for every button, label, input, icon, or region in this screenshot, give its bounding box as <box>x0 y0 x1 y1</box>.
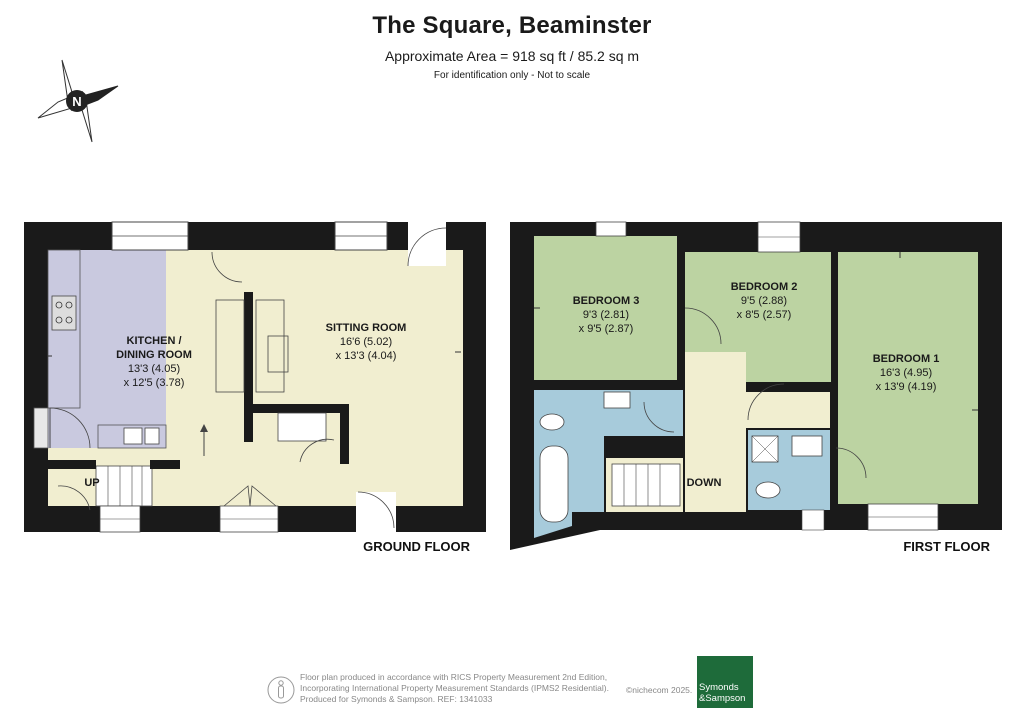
toilet-icon <box>539 413 565 431</box>
bedroom3-dim2: x 9'5 (2.87) <box>579 323 634 335</box>
toilet-icon <box>755 481 781 499</box>
bedroom1-dim1: 16'3 (4.95) <box>880 367 932 379</box>
stairs-up-label: UP <box>84 477 99 489</box>
window <box>595 221 627 237</box>
kitchen-name-line1: KITCHEN / <box>127 335 182 347</box>
disclaimer-note: For identification only - Not to scale <box>433 70 591 81</box>
sitting-room-name: SITTING ROOM <box>326 322 407 334</box>
basin-icon <box>603 391 631 409</box>
bedroom2-dim1: 9'5 (2.88) <box>741 295 787 307</box>
footer-line1: Floor plan produced in accordance with R… <box>300 672 608 682</box>
staircase <box>611 463 681 507</box>
sitting-room-dim2: x 13'3 (4.04) <box>336 350 397 362</box>
bath-icon <box>539 445 569 523</box>
symonds-sampson-logo: Symonds &Sampson <box>697 656 753 708</box>
compass-letter: N <box>72 94 81 109</box>
kitchen-dim2: x 12'5 (3.78) <box>124 377 185 389</box>
footer-line2: Incorporating International Property Mea… <box>300 683 609 693</box>
compass-icon: N <box>37 59 119 143</box>
bedroom1-dim2: x 13'9 (4.19) <box>876 381 937 393</box>
bedroom3-dim1: 9'3 (2.81) <box>583 309 629 321</box>
bedroom3-name: BEDROOM 3 <box>573 295 640 307</box>
footer-disclaimer: Floor plan produced in accordance with R… <box>300 672 700 705</box>
kitchen-dim1: 13'3 (4.05) <box>128 363 180 375</box>
hob-icon <box>51 295 77 331</box>
copyright-text: ©nichecom 2025. <box>626 685 693 695</box>
first-floor-label: FIRST FLOOR <box>903 539 990 554</box>
bedroom3-floor <box>534 236 677 380</box>
footer-line3: Produced for Symonds & Sampson. REF: 134… <box>300 694 493 704</box>
page-title: The Square, Beaminster <box>372 12 652 39</box>
staircase <box>95 465 153 507</box>
kitchen-name-line2: DINING ROOM <box>116 349 192 361</box>
logo-line2: &Sampson <box>699 693 746 704</box>
sitting-room-dim1: 16'6 (5.02) <box>340 336 392 348</box>
bathroom-floor <box>534 390 683 538</box>
first-floor-plan <box>510 221 1002 550</box>
landing-floor <box>685 352 746 512</box>
bedroom1-name: BEDROOM 1 <box>873 353 940 365</box>
ground-floor-plan <box>24 221 486 533</box>
basin-icon <box>791 435 823 457</box>
bedroom2-dim2: x 8'5 (2.57) <box>737 309 792 321</box>
person-scale-icon <box>267 676 295 704</box>
approximate-area: Approximate Area = 918 sq ft / 85.2 sq m <box>384 48 640 64</box>
ground-floor-label: GROUND FLOOR <box>363 539 470 554</box>
sink-icon <box>123 427 143 445</box>
sitting-room-floor <box>166 250 463 506</box>
bedroom2-name: BEDROOM 2 <box>731 281 798 293</box>
logo-line1: Symonds <box>699 682 739 693</box>
stairs-down-label: DOWN <box>687 477 722 489</box>
